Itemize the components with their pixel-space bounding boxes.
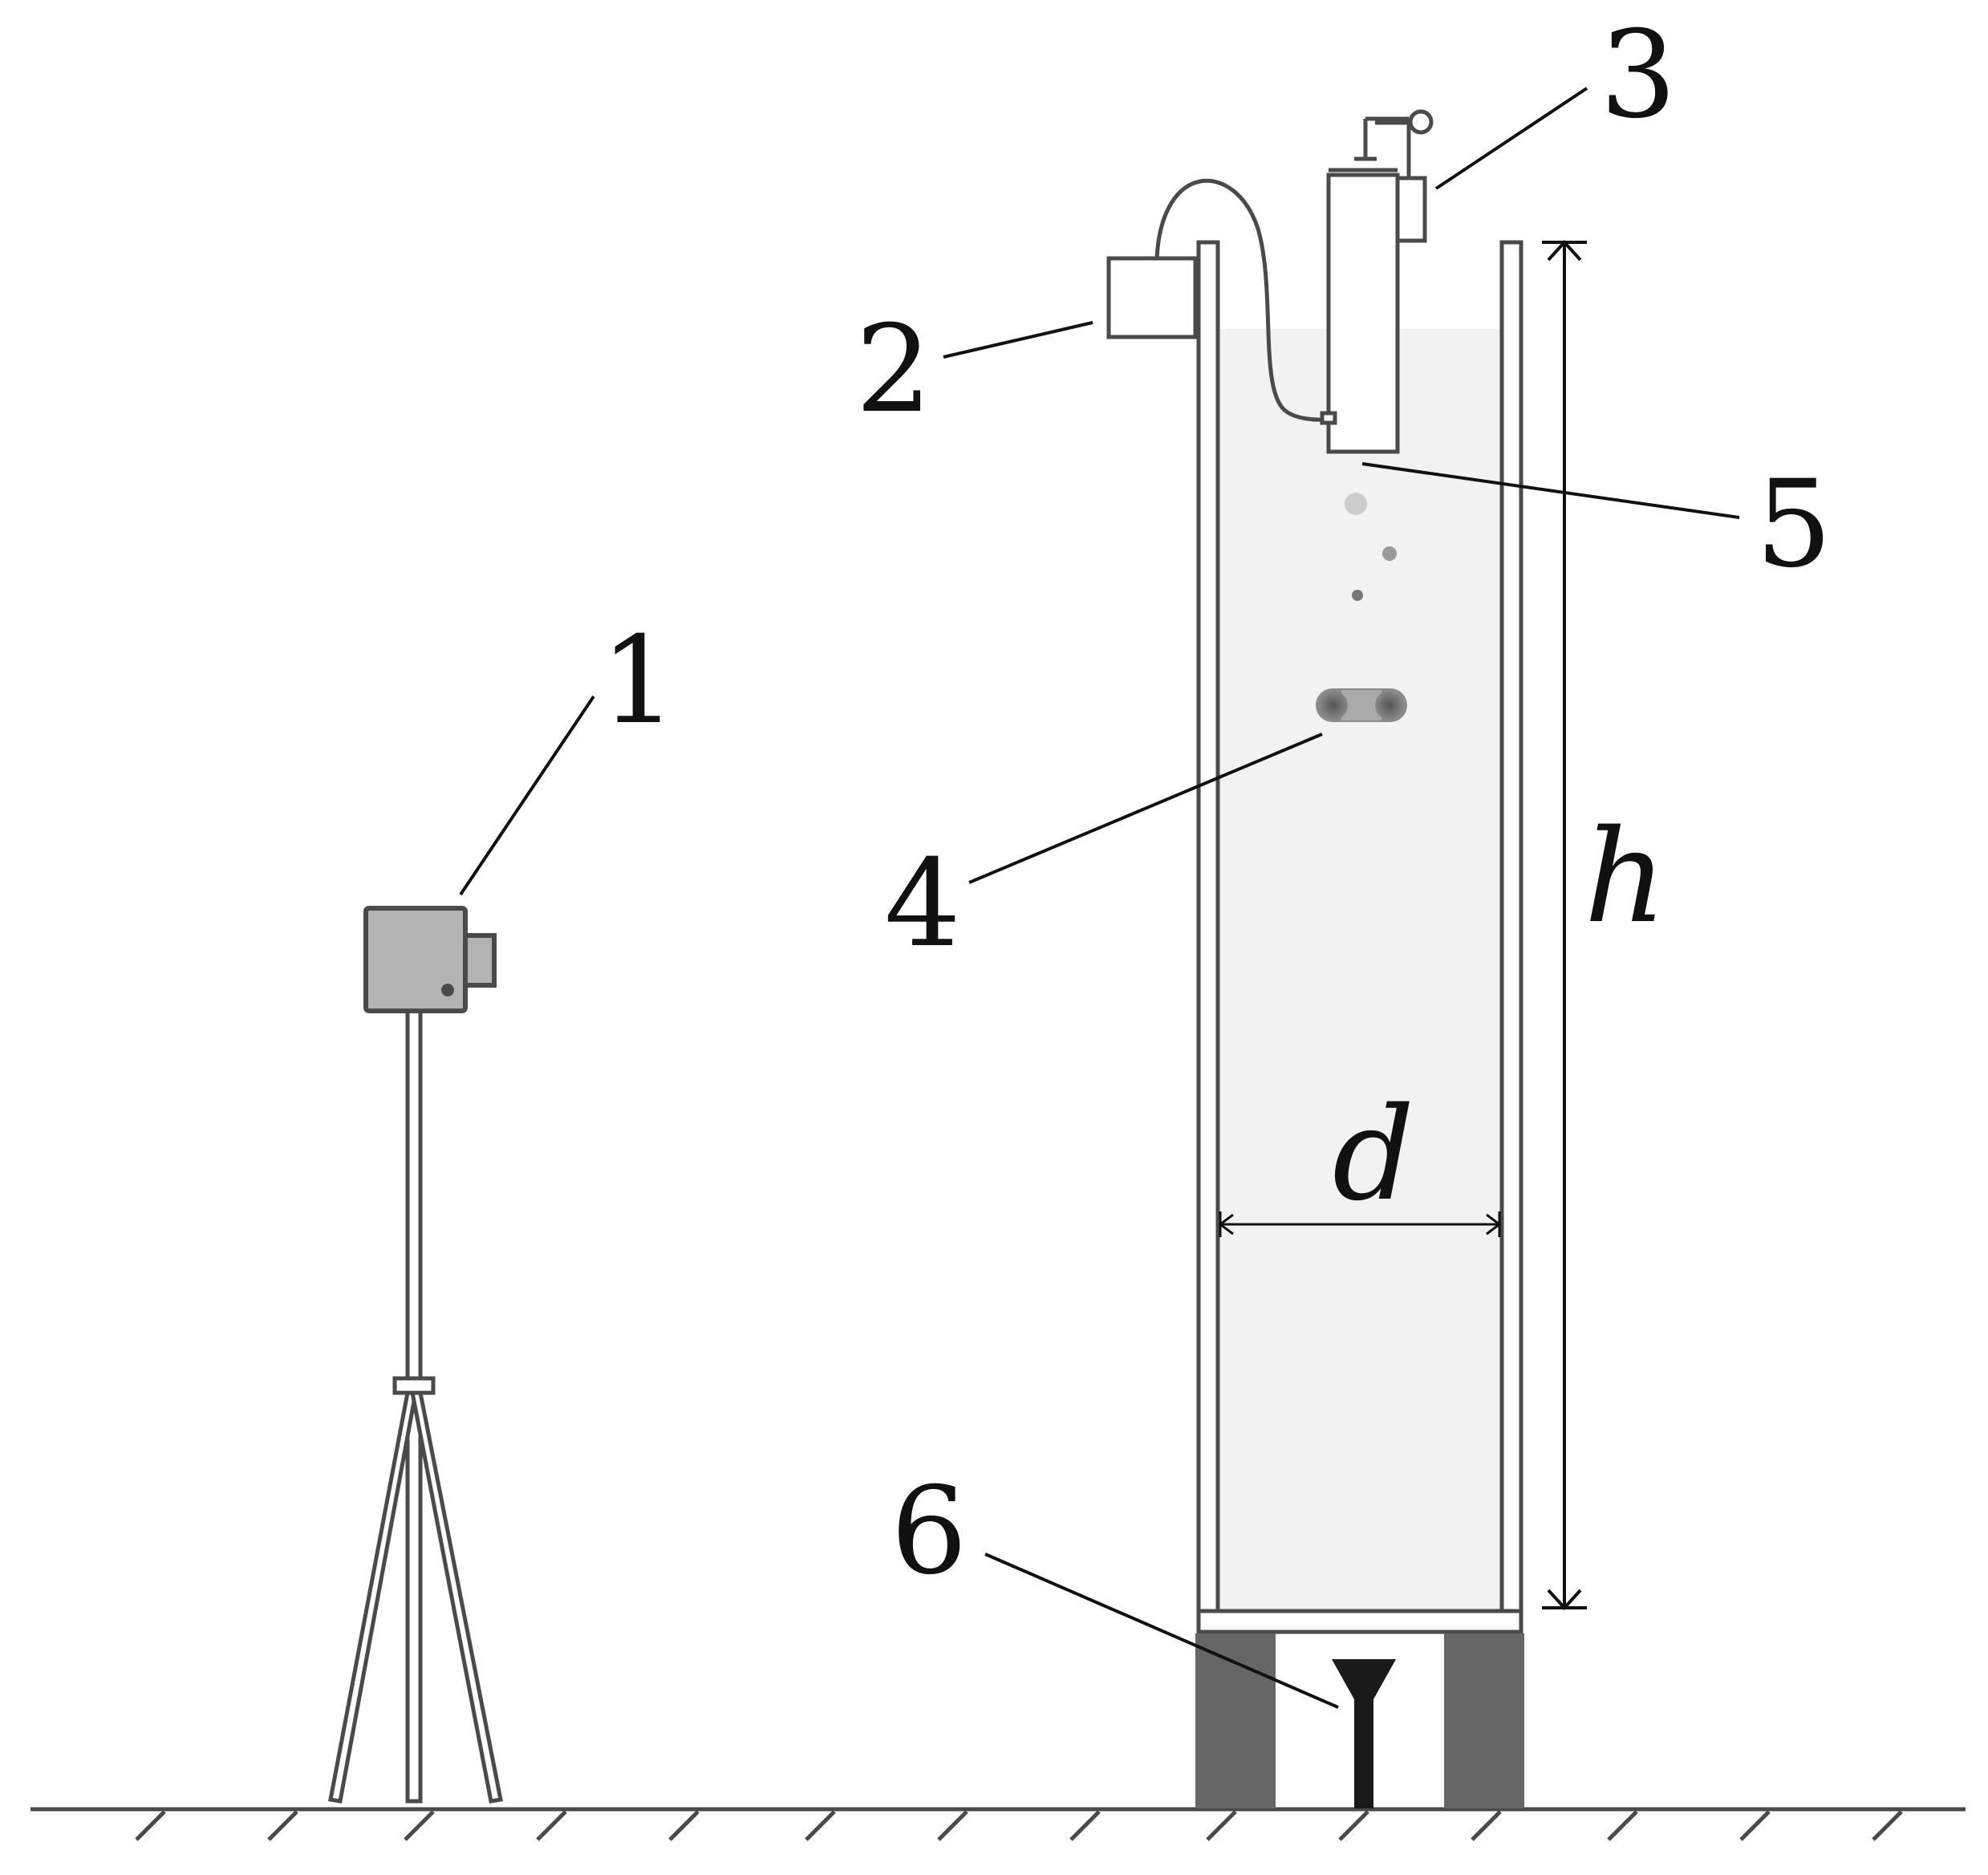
- controller-unit: [1106, 178, 1333, 422]
- nozzle-port: [1320, 411, 1337, 425]
- leader-2: [943, 321, 1093, 359]
- syringe-pump: [1320, 109, 1434, 454]
- column-bottom-plate: [1196, 1609, 1523, 1634]
- pump-knob: [1408, 109, 1434, 135]
- label-camera: 1: [600, 611, 676, 751]
- fluid: [1218, 329, 1502, 1611]
- syringe-barrel: [1326, 172, 1400, 454]
- base-block-left: [1195, 1634, 1276, 1808]
- leader-5: [1361, 462, 1740, 519]
- droplet-small-3: [1352, 590, 1363, 601]
- leader-6: [984, 1552, 1339, 1709]
- label-light: 6: [891, 1462, 967, 1601]
- leader-4: [968, 733, 1323, 884]
- label-diameter: d: [1333, 1079, 1414, 1229]
- base-block-right: [1444, 1634, 1524, 1808]
- label-nozzle: 5: [1755, 455, 1832, 595]
- settling-column: [1196, 240, 1523, 1634]
- diameter-dimension: [1218, 1211, 1502, 1237]
- column-wall-right: [1499, 240, 1523, 1613]
- droplet-small-1: [1345, 493, 1367, 515]
- column-wall-left: [1196, 240, 1220, 1613]
- vortex-ring-droplet: [1316, 688, 1407, 722]
- pump-clamp: [1395, 176, 1427, 243]
- camera-lens: [463, 933, 497, 988]
- ground: [30, 1807, 1966, 1841]
- label-syringe-pump: 3: [1600, 6, 1676, 145]
- controller-cable: [1154, 178, 1333, 422]
- falling-droplets: [1345, 493, 1397, 601]
- camera: [363, 906, 497, 1013]
- height-dimension: [1542, 240, 1587, 1610]
- tripod-leg-left: [328, 1390, 419, 1804]
- label-height: h: [1584, 802, 1666, 952]
- tripod-clamp: [392, 1376, 436, 1395]
- leader-lines: [459, 87, 1740, 1709]
- tripod-leg-right: [409, 1390, 503, 1804]
- leader-1: [459, 695, 595, 896]
- leader-3: [1434, 87, 1588, 190]
- label-droplet: 4: [884, 834, 960, 974]
- controller-box: [1106, 256, 1198, 339]
- light-source-lamp: [1332, 1659, 1396, 1808]
- ground-hatching: [135, 1810, 1903, 1841]
- base: [1195, 1634, 1524, 1808]
- label-controller: 2: [855, 300, 931, 440]
- camera-tripod: [328, 1009, 503, 1804]
- camera-indicator: [441, 984, 454, 996]
- droplet-small-2: [1382, 546, 1397, 561]
